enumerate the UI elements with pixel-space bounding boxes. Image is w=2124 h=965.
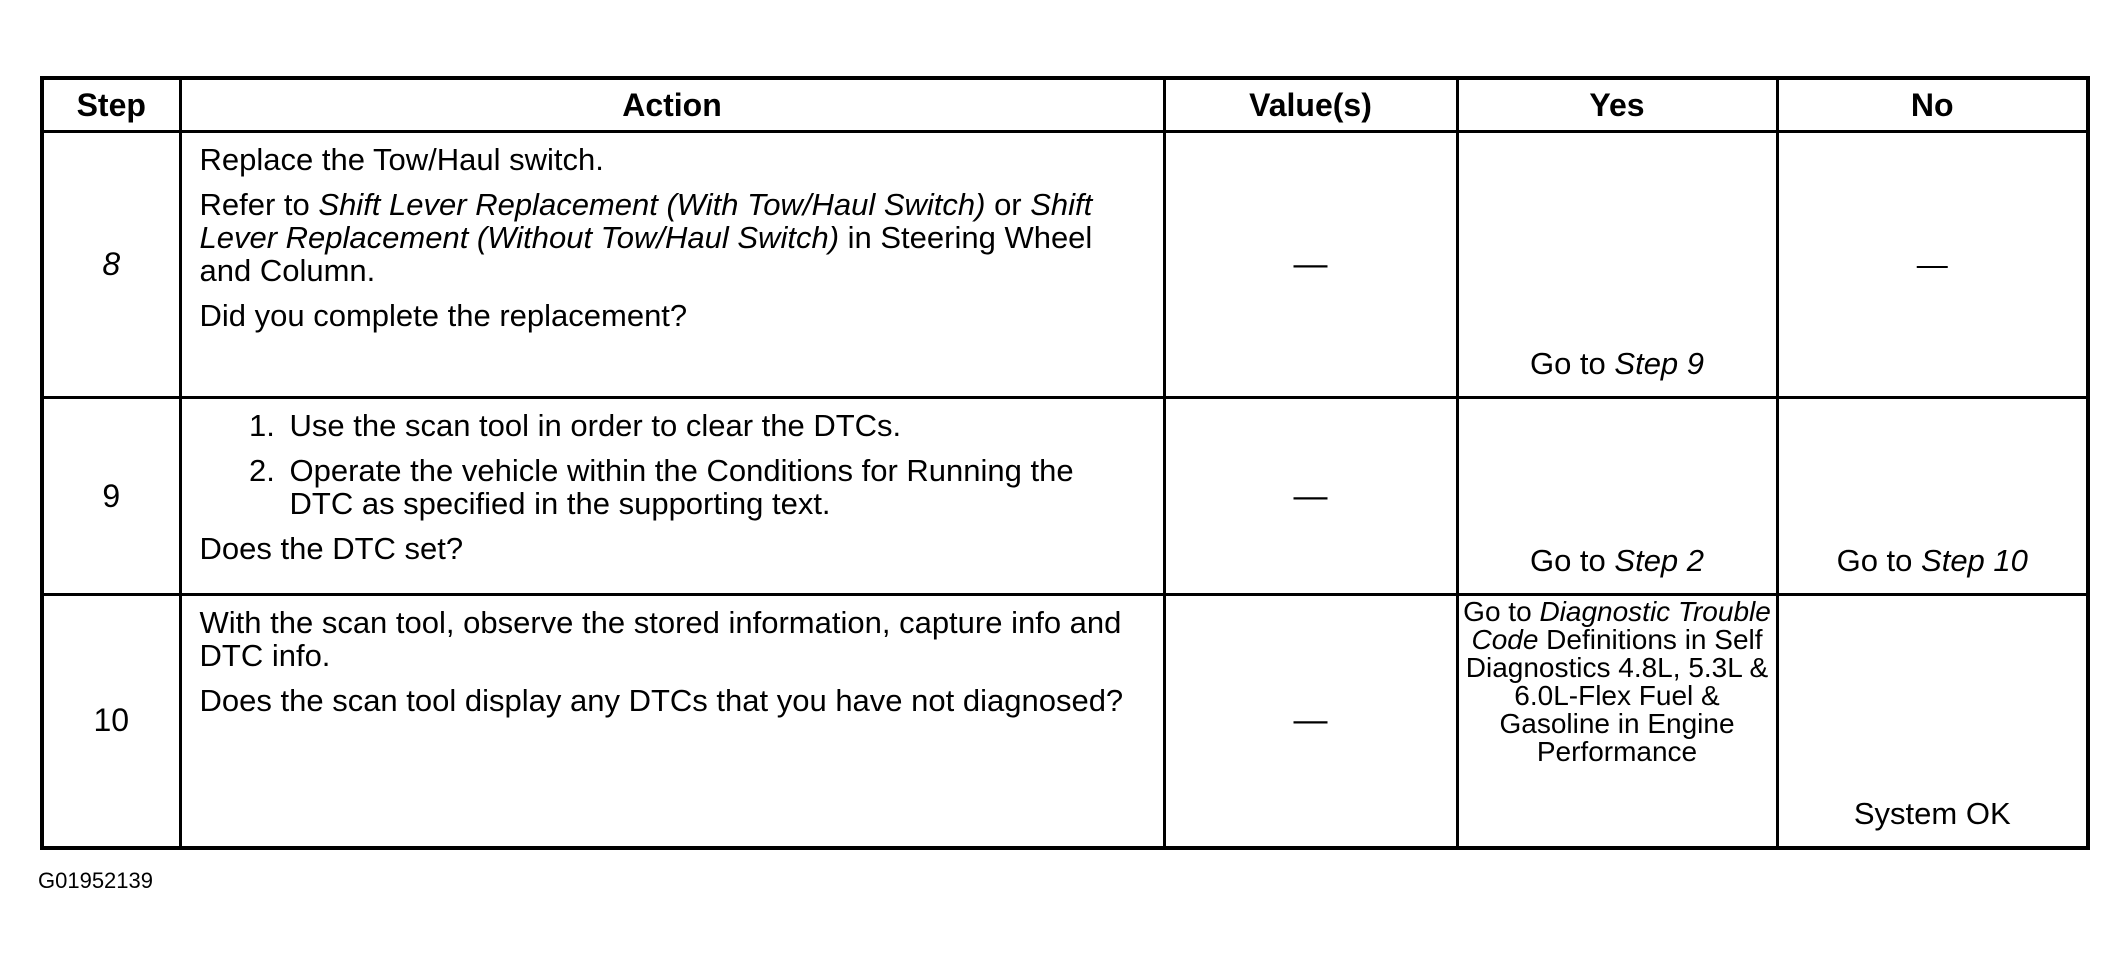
reference-link-with-switch[interactable]: Shift Lever Replacement (With Tow/Haul S… xyxy=(318,187,986,222)
value-cell: — xyxy=(1162,396,1459,596)
action-steps-list: Use the scan tool in order to clear the … xyxy=(200,409,1145,520)
yes-prefix: Go to xyxy=(1463,596,1540,627)
step-number: 10 xyxy=(40,593,182,849)
action-text: Replace the Tow/Haul switch. xyxy=(199,142,604,177)
reference-prefix: Refer to xyxy=(199,187,319,222)
table-row: 10 With the scan tool, observe the store… xyxy=(40,593,2090,849)
value-cell: — xyxy=(1162,593,1459,849)
header-step: Step xyxy=(40,76,182,133)
step-number: 9 xyxy=(40,396,182,596)
yes-cell: Go to Step 2 xyxy=(1455,396,1779,596)
yes-suffix: Definitions in Self Diagnostics 4.8L, 5.… xyxy=(1465,624,1769,767)
yes-prefix: Go to xyxy=(1529,543,1615,578)
yes-cell: Go to Step 9 xyxy=(1455,130,1779,399)
figure-code: G01952139 xyxy=(38,868,153,893)
action-cell: Use the scan tool in order to clear the … xyxy=(178,396,1166,596)
table-row: 9 Use the scan tool in order to clear th… xyxy=(40,396,2090,596)
no-prefix: Go to xyxy=(1836,543,1922,578)
action-question: Did you complete the replacement? xyxy=(199,298,688,333)
action-text: With the scan tool, observe the stored i… xyxy=(199,605,1122,673)
reference-suffix: in Steering Wheel and Column. xyxy=(199,220,1093,288)
no-cell: Go to Step 10 xyxy=(1775,396,2090,596)
reference-mid: or xyxy=(985,187,1031,222)
yes-step-link[interactable]: Step 2 xyxy=(1614,543,1705,578)
action-reference: Refer to Shift Lever Replacement (With T… xyxy=(200,188,1145,287)
value-cell: — xyxy=(1162,130,1459,399)
header-yes: Yes xyxy=(1455,76,1779,133)
action-cell: Replace the Tow/Haul switch. Refer to Sh… xyxy=(178,130,1166,399)
action-question: Does the DTC set? xyxy=(199,531,464,566)
action-cell: With the scan tool, observe the stored i… xyxy=(178,593,1166,849)
yes-step-link[interactable]: Step 9 xyxy=(1614,346,1705,381)
header-no: No xyxy=(1775,76,2090,133)
list-item: Use the scan tool in order to clear the … xyxy=(284,409,1145,442)
header-row: Step Action Value(s) Yes No xyxy=(40,76,2090,133)
no-step-link[interactable]: Step 10 xyxy=(1921,543,2028,578)
yes-prefix: Go to xyxy=(1529,346,1615,381)
list-item: Operate the vehicle within the Condition… xyxy=(284,454,1145,520)
table-row: 8 Replace the Tow/Haul switch. Refer to … xyxy=(40,130,2090,399)
yes-dtc-link[interactable]: Diagnostic Trouble Code xyxy=(1471,596,1771,655)
action-question: Does the scan tool display any DTCs that… xyxy=(199,683,1124,718)
no-cell: — xyxy=(1775,130,2090,399)
no-cell: System OK xyxy=(1775,593,2090,849)
header-action: Action xyxy=(178,76,1166,133)
diagnostic-table: Step Action Value(s) Yes No 8 Replace th… xyxy=(40,76,2090,850)
header-values: Value(s) xyxy=(1162,76,1459,133)
yes-cell: Go to Diagnostic Trouble Code Definition… xyxy=(1455,593,1779,849)
step-number: 8 xyxy=(40,130,182,399)
reference-link-without-switch[interactable]: Shift Lever Replacement (Without Tow/Hau… xyxy=(199,187,1093,255)
